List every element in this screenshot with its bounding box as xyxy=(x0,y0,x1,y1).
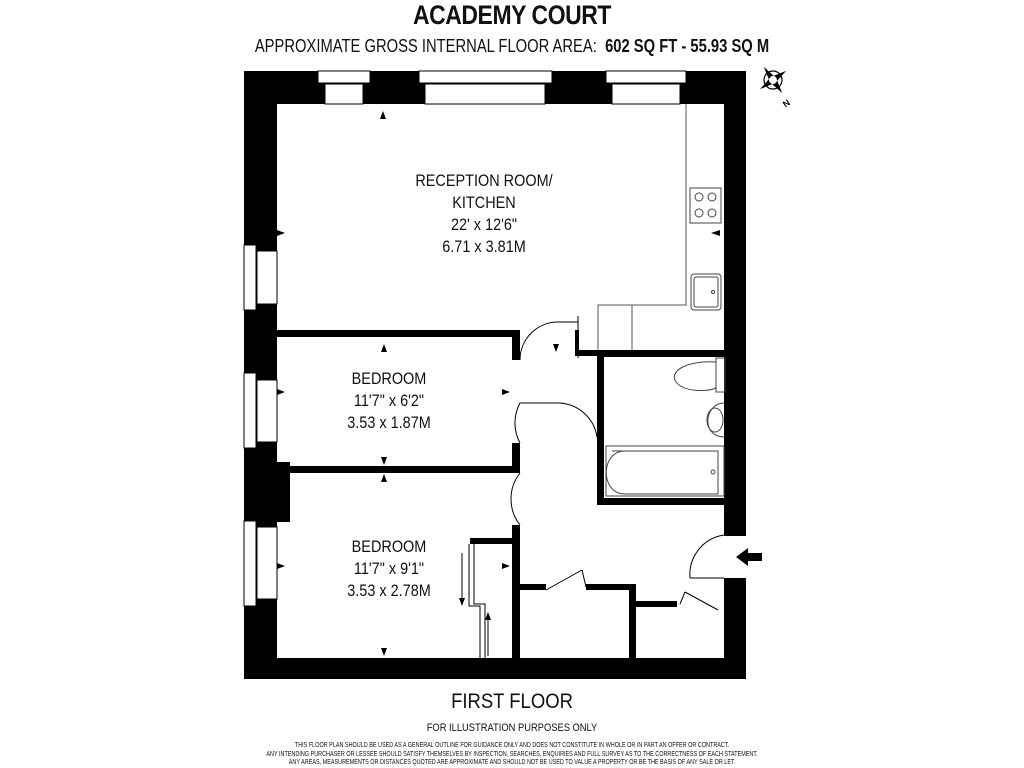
room-name: RECEPTION ROOM/ xyxy=(415,171,553,190)
room-bedroom-1: BEDROOM 11'7" x 6'2" 3.53 x 1.87M xyxy=(325,368,453,434)
disclaimer-line: ANY INTENDING PURCHASER OR LESSEE SHOULD… xyxy=(266,750,758,758)
dimension-arrows xyxy=(277,111,720,656)
outer-walls xyxy=(244,71,746,679)
room-dimensions-imperial: 11'7" x 9'1" xyxy=(353,559,425,578)
basin-icon xyxy=(706,402,725,438)
room-dimensions-imperial: 22' x 12'6" xyxy=(450,215,518,234)
area-sqm: 55.93 SQ M xyxy=(690,36,770,56)
windows xyxy=(243,70,687,607)
room-dimensions-metric: 3.53 x 1.87M xyxy=(347,413,431,432)
sink-icon xyxy=(690,273,722,311)
room-dimensions-metric: 3.53 x 2.78M xyxy=(347,581,431,600)
area-prefix: APPROXIMATE GROSS INTERNAL FLOOR AREA: xyxy=(254,36,597,56)
room-reception-kitchen: RECEPTION ROOM/ KITCHEN 22' x 12'6" 6.71… xyxy=(399,170,569,258)
area-sep: - xyxy=(681,36,687,56)
floor-label: FIRST FLOOR xyxy=(451,690,573,713)
room-name: KITCHEN xyxy=(452,193,516,212)
area-sqft: 602 SQ FT xyxy=(605,36,678,56)
plan-title: ACADEMY COURT xyxy=(412,0,612,30)
room-dimensions-metric: 6.71 x 3.81M xyxy=(442,237,526,256)
doors xyxy=(468,316,725,658)
disclaimer-line: ANY AREAS, MEASUREMENTS OR DISTANCES QUO… xyxy=(288,759,736,766)
compass-north-label: N xyxy=(781,97,792,109)
compass-rose-icon xyxy=(759,66,787,94)
toilet-icon xyxy=(673,357,726,393)
room-bedroom-2: BEDROOM 11'7" x 9'1" 3.53 x 2.78M xyxy=(325,536,453,602)
entrance-arrow-icon xyxy=(736,548,762,566)
hob-icon xyxy=(689,187,722,224)
room-name: BEDROOM xyxy=(351,537,427,556)
floor-area: APPROXIMATE GROSS INTERNAL FLOOR AREA: 6… xyxy=(92,36,932,57)
room-name: BEDROOM xyxy=(351,369,427,388)
disclaimer: THIS FLOOR PLAN SHOULD BE USED AS A GENE… xyxy=(113,742,912,768)
illustration-note: FOR ILLUSTRATION PURPOSES ONLY xyxy=(426,722,598,734)
kitchen-counters xyxy=(597,104,687,350)
bath-icon xyxy=(605,445,725,497)
room-dimensions-imperial: 11'7" x 6'2" xyxy=(353,391,425,410)
disclaimer-line: THIS FLOOR PLAN SHOULD BE USED AS A GENE… xyxy=(294,742,730,749)
interior-walls xyxy=(277,330,727,658)
